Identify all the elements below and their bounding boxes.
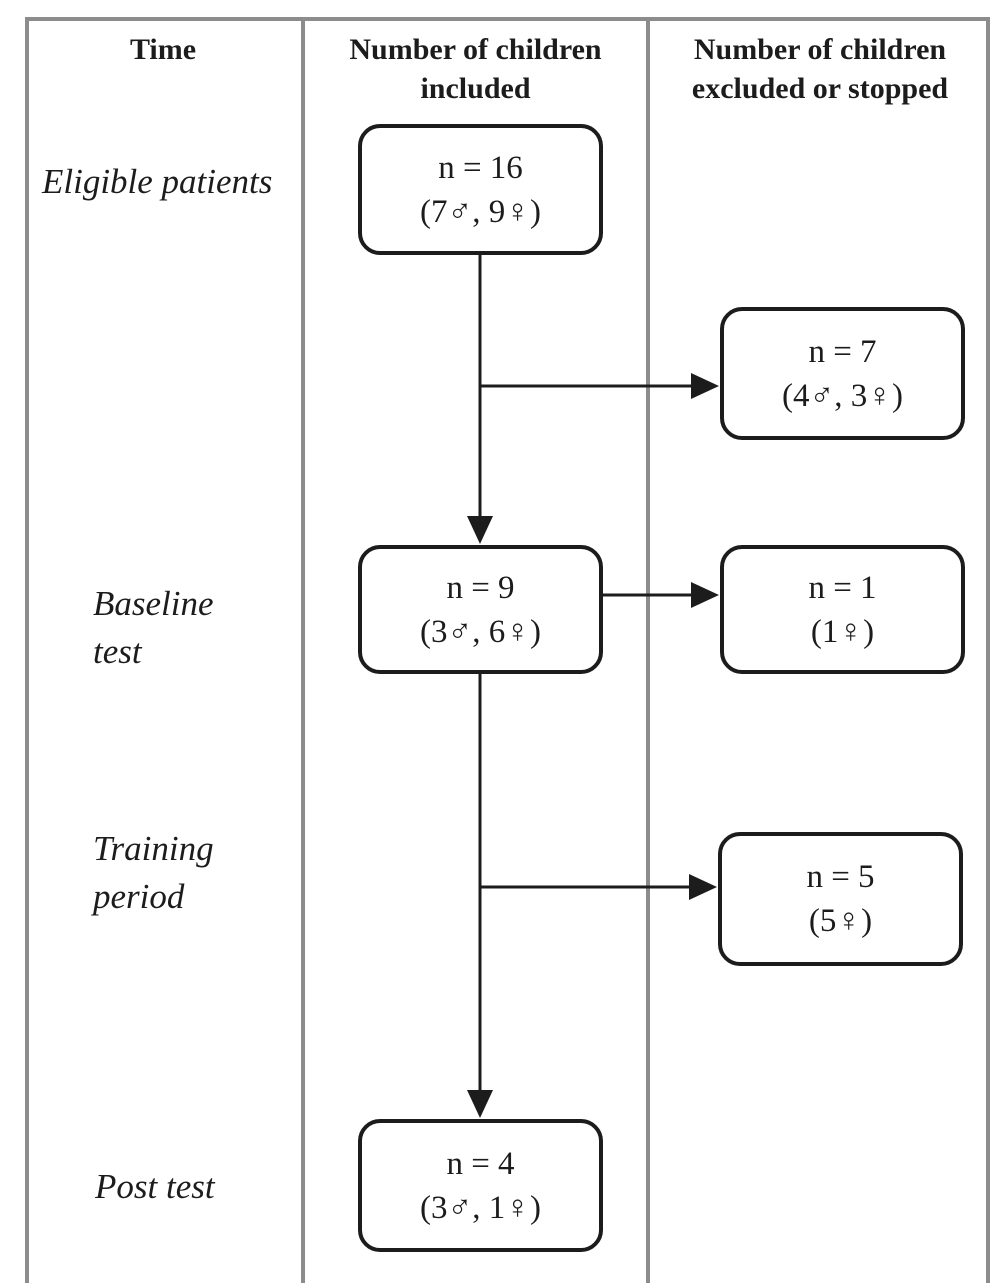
box-n-value: n = 16 (438, 149, 523, 186)
header-included-line2: included (420, 72, 531, 105)
column-divider-1 (301, 17, 305, 1283)
box-n-value: n = 9 (446, 569, 515, 606)
column-header-included: Number of children included (305, 30, 646, 108)
column-divider-2 (646, 17, 650, 1283)
stage-label-text: Training (93, 829, 214, 868)
stage-label-text: Eligible patients (42, 162, 273, 201)
flow-box-post-test-included: n = 4 (3♂, 1♀) (358, 1119, 603, 1252)
box-sex-breakdown: (3♂, 6♀) (420, 613, 541, 650)
flow-box-eligible-included: n = 16 (7♂, 9♀) (358, 124, 603, 255)
column-header-excluded: Number of children excluded or stopped (650, 30, 990, 108)
header-excluded-line2: excluded or stopped (691, 72, 949, 105)
flow-box-excluded-after-baseline: n = 1 (1♀) (720, 545, 965, 674)
flow-box-excluded-during-training: n = 5 (5♀) (718, 832, 963, 966)
stage-label-text: test (93, 632, 142, 671)
box-n-value: n = 5 (806, 859, 875, 895)
box-sex-breakdown: (5♀) (808, 903, 873, 939)
box-sex-breakdown: (3♂, 1♀) (420, 1189, 541, 1226)
outer-frame (25, 17, 990, 1283)
box-n-value: n = 1 (808, 569, 877, 606)
stage-label-text: period (93, 877, 185, 916)
flow-box-excluded-after-eligibility: n = 7 (4♂, 3♀) (720, 307, 965, 440)
box-sex-breakdown: (7♂, 9♀) (420, 193, 541, 230)
header-included-line1: Number of children (349, 33, 602, 66)
stage-label-text: Post test (95, 1167, 215, 1206)
column-header-time: Time (25, 30, 301, 69)
stage-label-baseline-test: Baseline test (93, 580, 214, 676)
stage-label-training-period: Training period (93, 825, 214, 921)
header-time-text: Time (129, 33, 197, 66)
flow-box-baseline-included: n = 9 (3♂, 6♀) (358, 545, 603, 674)
box-sex-breakdown: (1♀) (810, 613, 875, 650)
box-sex-breakdown: (4♂, 3♀) (782, 377, 903, 414)
stage-label-post-test: Post test (95, 1163, 215, 1211)
header-excluded-line1: Number of children (693, 33, 947, 66)
stage-label-text: Baseline (93, 584, 214, 623)
stage-label-eligible-patients: Eligible patients (42, 158, 272, 206)
box-n-value: n = 7 (808, 333, 877, 370)
box-n-value: n = 4 (446, 1145, 515, 1182)
